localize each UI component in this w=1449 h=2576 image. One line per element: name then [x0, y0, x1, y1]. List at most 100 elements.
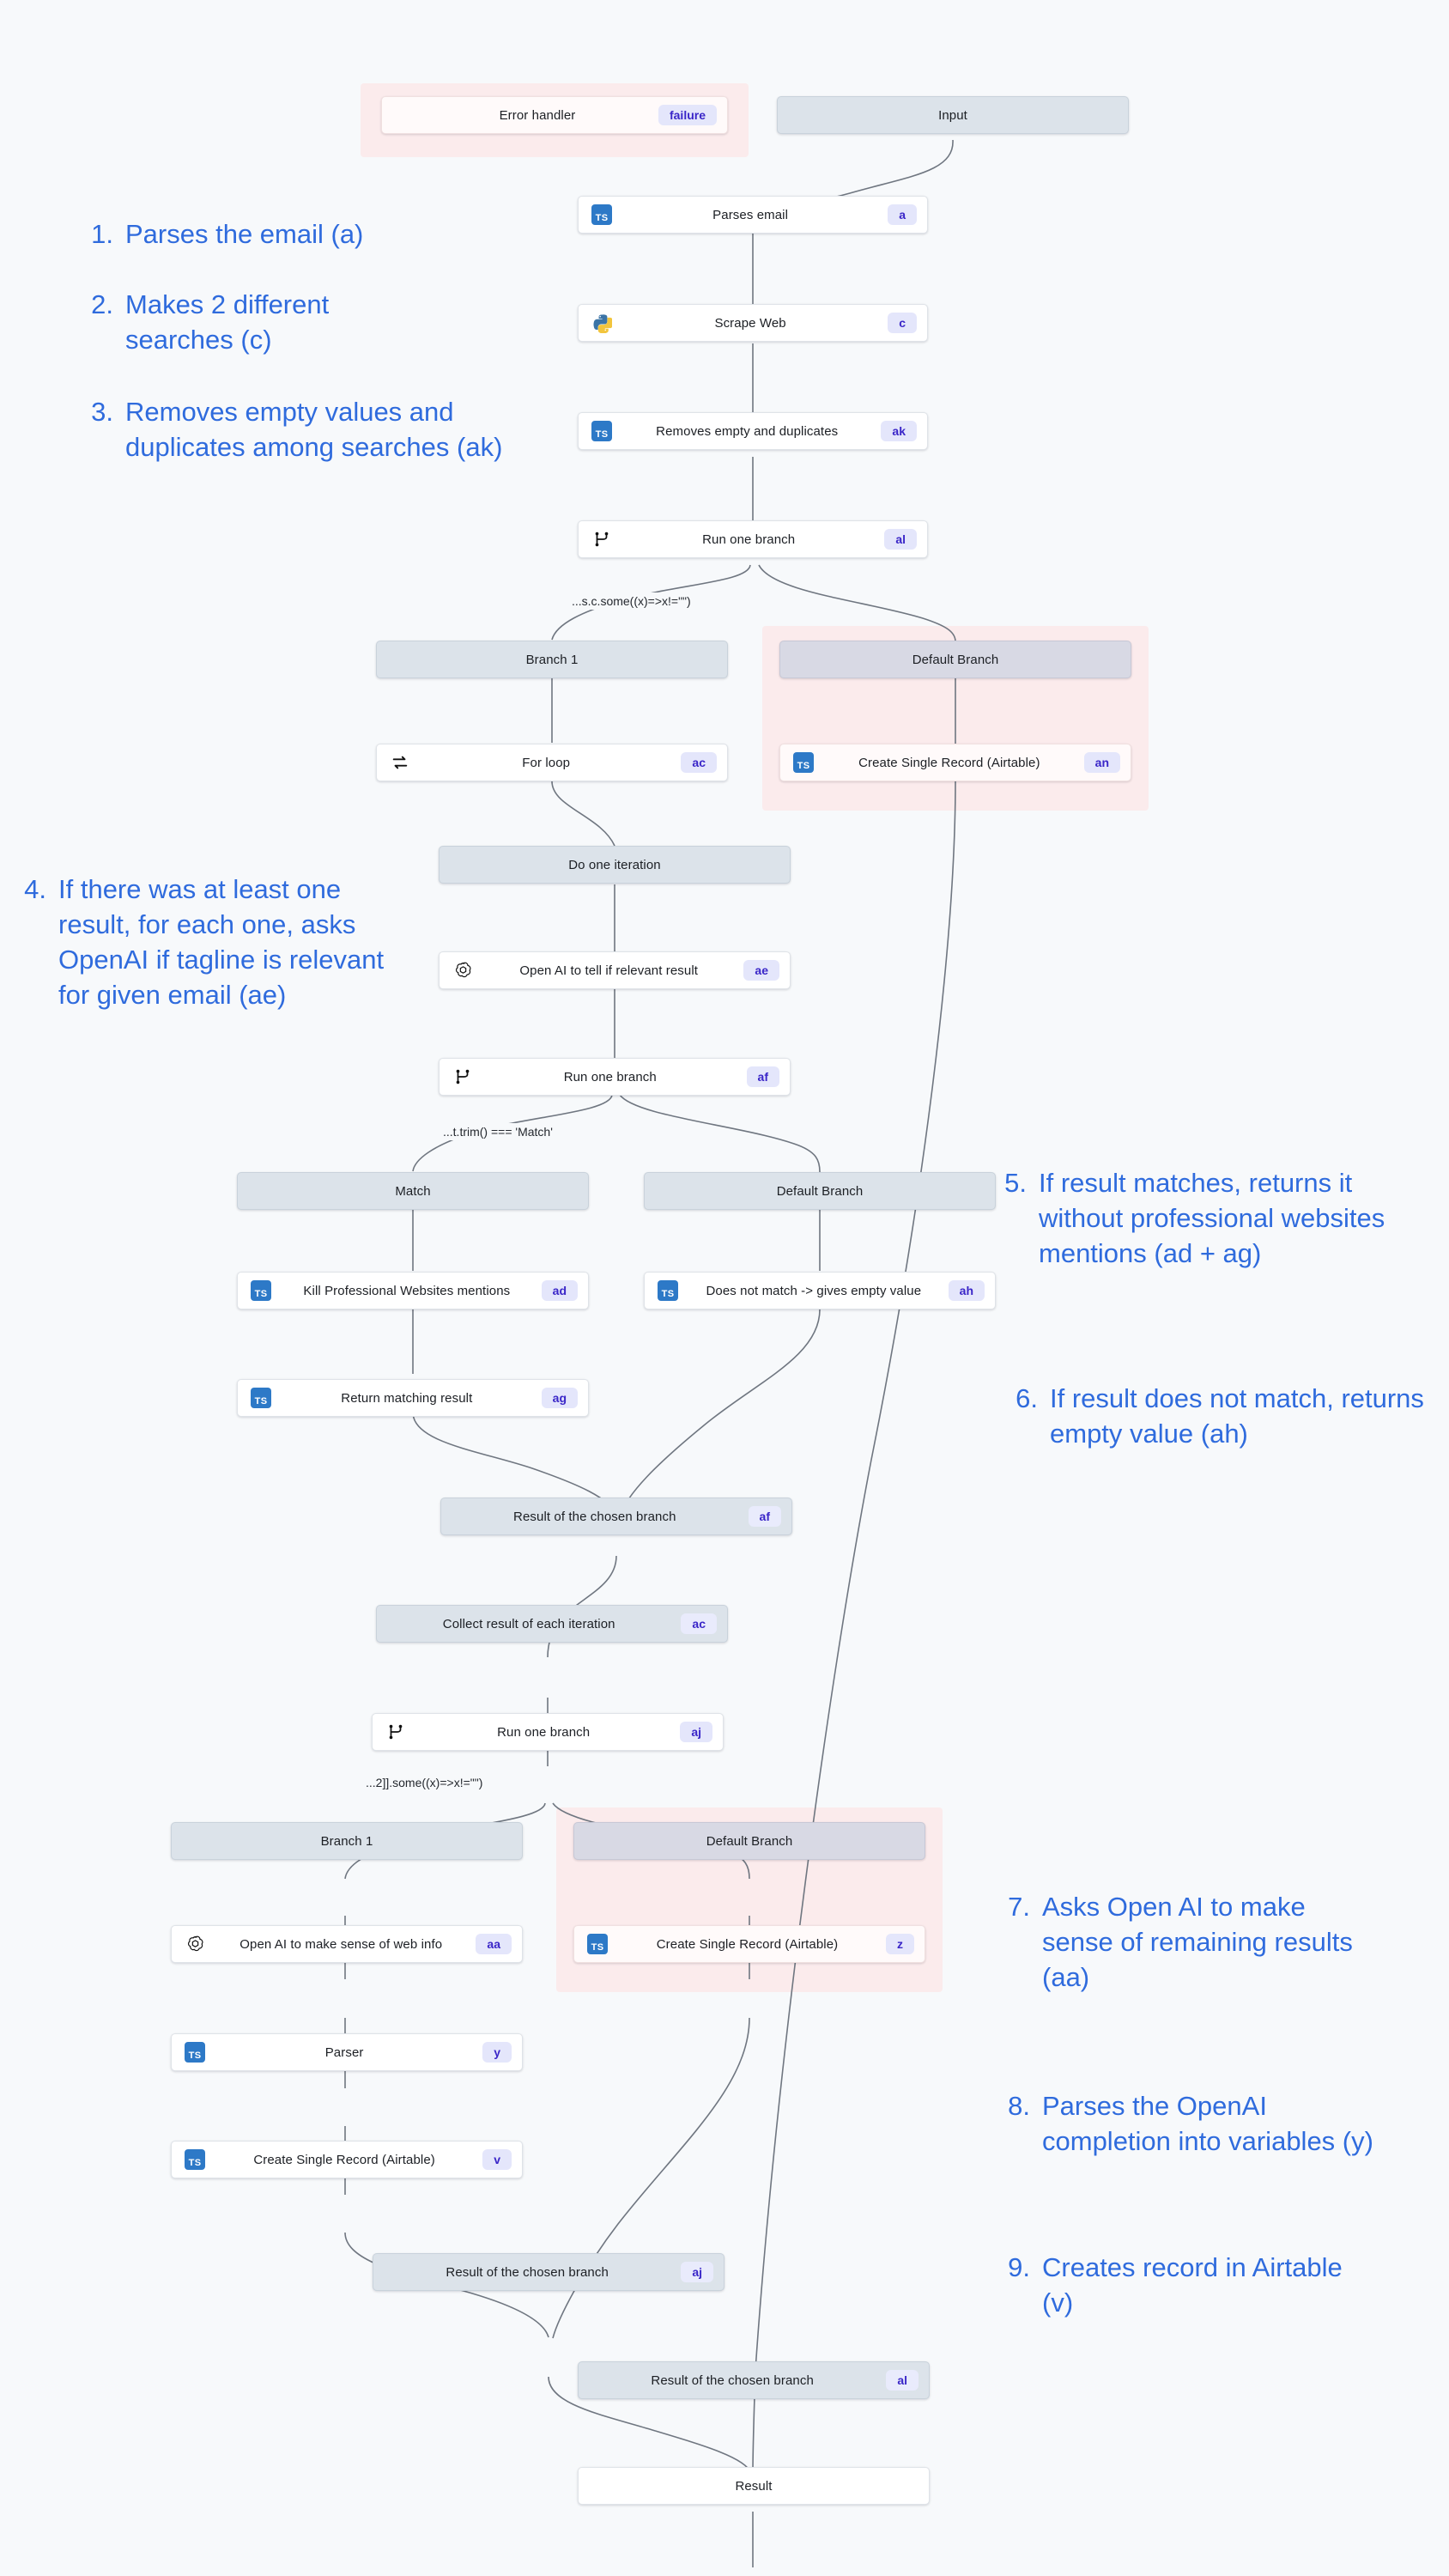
- node-default-branch-bottom[interactable]: Default Branch: [573, 1822, 925, 1860]
- node-label: Create Single Record (Airtable): [253, 2152, 435, 2167]
- node-match-branch[interactable]: Match: [237, 1172, 589, 1210]
- node-badge: ac: [681, 752, 717, 773]
- node-do-one-iteration[interactable]: Do one iteration: [439, 846, 791, 884]
- annotation-number: 8.: [1008, 2091, 1030, 2121]
- node-badge: ad: [541, 1280, 578, 1301]
- annotation-2: 2. Makes 2 different searches (c): [84, 287, 427, 357]
- node-run-one-branch-al[interactable]: Run one branch al: [578, 520, 928, 558]
- annotation-number: 1.: [91, 219, 113, 249]
- node-error-handler[interactable]: Error handler failure: [381, 96, 728, 134]
- node-label: Return matching result: [341, 1390, 473, 1406]
- annotation-text: If result matches, returns it without pr…: [1039, 1168, 1385, 1268]
- node-badge: an: [1083, 752, 1120, 773]
- node-default-branch-top[interactable]: Default Branch: [779, 641, 1131, 678]
- annotation-text: Parses the email (a): [125, 219, 364, 249]
- typescript-icon: TS: [591, 420, 613, 442]
- node-badge: al: [884, 529, 917, 550]
- node-badge: aj: [680, 1722, 712, 1742]
- node-run-one-branch-af[interactable]: Run one branch af: [439, 1058, 791, 1096]
- node-branch-1-top[interactable]: Branch 1: [376, 641, 728, 678]
- annotation-6: 6. If result does not match, returns emp…: [1009, 1381, 1438, 1451]
- openai-icon: [184, 1933, 206, 1955]
- node-scrape-web[interactable]: Scrape Web c: [578, 304, 928, 342]
- node-label: Result of the chosen branch: [513, 1509, 676, 1524]
- node-label: Open AI to make sense of web info: [239, 1936, 443, 1952]
- node-badge: ae: [743, 960, 779, 981]
- node-badge: aj: [681, 2262, 713, 2282]
- typescript-icon: TS: [586, 1933, 609, 1955]
- node-badge: aa: [476, 1934, 512, 1954]
- annotation-text: If result does not match, returns empty …: [1050, 1383, 1424, 1449]
- node-result[interactable]: Result: [578, 2467, 930, 2505]
- branch-icon: [452, 1066, 474, 1088]
- typescript-icon: TS: [591, 204, 613, 226]
- condition-label-aj: ...2]].some((x)=>x!=""): [361, 1774, 488, 1791]
- node-removes-empty-duplicates[interactable]: TS Removes empty and duplicates ak: [578, 412, 928, 450]
- node-label: Run one branch: [563, 1069, 657, 1084]
- node-badge: failure: [658, 105, 717, 125]
- node-kill-professional-websites-mentions[interactable]: TS Kill Professional Websites mentions a…: [237, 1272, 589, 1309]
- node-badge: af: [746, 1066, 779, 1087]
- node-label: Do one iteration: [568, 857, 661, 872]
- typescript-icon: TS: [184, 2041, 206, 2063]
- node-parser[interactable]: TS Parser y: [171, 2033, 523, 2071]
- node-badge: al: [886, 2370, 919, 2391]
- node-label: Result of the chosen branch: [651, 2372, 814, 2388]
- annotation-number: 7.: [1008, 1892, 1030, 1922]
- node-openai-make-sense-web-info[interactable]: Open AI to make sense of web info aa: [171, 1925, 523, 1963]
- typescript-icon: TS: [184, 2148, 206, 2171]
- node-collect-result-each-iteration[interactable]: Collect result of each iteration ac: [376, 1605, 728, 1643]
- annotation-4: 4. If there was at least one result, for…: [17, 872, 395, 1012]
- node-branch-1-bottom[interactable]: Branch 1: [171, 1822, 523, 1860]
- annotation-number: 9.: [1008, 2252, 1030, 2282]
- node-label: Default Branch: [706, 1833, 793, 1849]
- node-result-chosen-branch-al[interactable]: Result of the chosen branch al: [578, 2361, 930, 2399]
- node-label: Default Branch: [776, 1183, 864, 1199]
- node-does-not-match[interactable]: TS Does not match -> gives empty value a…: [644, 1272, 996, 1309]
- node-result-chosen-branch-aj[interactable]: Result of the chosen branch aj: [373, 2253, 724, 2291]
- annotation-1: 1. Parses the email (a): [84, 216, 496, 252]
- condition-label-af: ...t.trim() === 'Match': [438, 1123, 558, 1140]
- node-badge: a: [888, 204, 917, 225]
- node-run-one-branch-aj[interactable]: Run one branch aj: [372, 1713, 724, 1751]
- node-badge: ak: [881, 421, 917, 441]
- annotation-8: 8. Parses the OpenAI completion into var…: [1001, 2088, 1387, 2159]
- annotation-number: 3.: [91, 397, 113, 427]
- node-label: Removes empty and duplicates: [656, 423, 839, 439]
- typescript-icon: TS: [250, 1387, 272, 1409]
- node-label: Parses email: [712, 207, 789, 222]
- node-create-single-record-v[interactable]: TS Create Single Record (Airtable) v: [171, 2141, 523, 2178]
- node-badge: v: [482, 2149, 512, 2170]
- node-label: Result: [735, 2478, 773, 2494]
- annotation-number: 4.: [24, 874, 46, 904]
- node-for-loop[interactable]: For loop ac: [376, 744, 728, 781]
- node-label: Kill Professional Websites mentions: [303, 1283, 511, 1298]
- annotation-number: 5.: [1004, 1168, 1027, 1198]
- node-input[interactable]: Input: [777, 96, 1129, 134]
- node-create-single-record-an[interactable]: TS Create Single Record (Airtable) an: [779, 744, 1131, 781]
- node-badge: z: [886, 1934, 914, 1954]
- annotation-text: If there was at least one result, for ea…: [58, 874, 385, 1010]
- node-label: Parser: [324, 2044, 364, 2060]
- annotation-7: 7. Asks Open AI to make sense of remaini…: [1001, 1889, 1361, 1995]
- node-result-chosen-branch-af[interactable]: Result of the chosen branch af: [440, 1498, 792, 1535]
- node-label: Scrape Web: [714, 315, 786, 331]
- annotation-text: Removes empty values and duplicates amon…: [125, 397, 503, 462]
- condition-label-al: ...s.c.some((x)=>x!=""): [567, 592, 696, 610]
- node-return-matching-result[interactable]: TS Return matching result ag: [237, 1379, 589, 1417]
- annotation-text: Makes 2 different searches (c): [125, 289, 330, 355]
- node-label: For loop: [522, 755, 571, 770]
- node-openai-relevant-result[interactable]: Open AI to tell if relevant result ae: [439, 951, 791, 989]
- node-label: Default Branch: [912, 652, 999, 667]
- node-default-branch-mid[interactable]: Default Branch: [644, 1172, 996, 1210]
- node-create-single-record-z[interactable]: TS Create Single Record (Airtable) z: [573, 1925, 925, 1963]
- node-label: Result of the chosen branch: [446, 2264, 609, 2280]
- typescript-icon: TS: [657, 1279, 679, 1302]
- annotation-number: 6.: [1016, 1383, 1038, 1413]
- node-label: Run one branch: [702, 532, 796, 547]
- node-parses-email[interactable]: TS Parses email a: [578, 196, 928, 234]
- node-badge: ac: [681, 1613, 717, 1634]
- node-label: Error handler: [499, 107, 576, 123]
- node-label: Match: [395, 1183, 431, 1199]
- node-label: Create Single Record (Airtable): [858, 755, 1040, 770]
